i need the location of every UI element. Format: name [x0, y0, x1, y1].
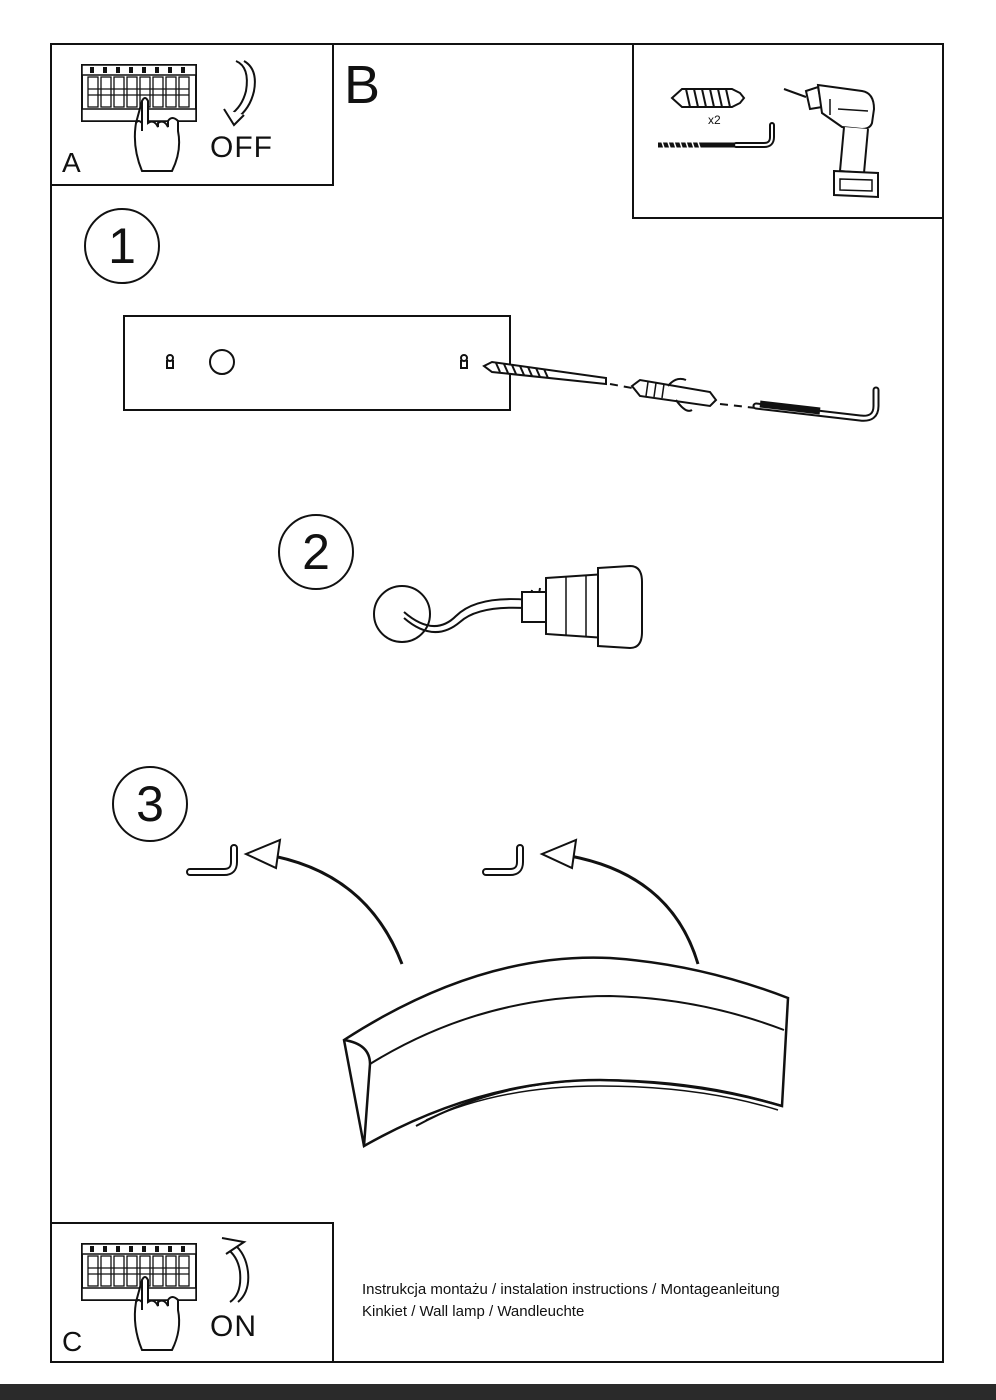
step-3-marker: 3 [112, 766, 188, 842]
quantity-label: x2 [708, 113, 721, 127]
keyhole-slot-icon [166, 354, 174, 369]
rotate-arrow-icon [221, 1237, 250, 1303]
wall-lamp-icon [342, 956, 790, 1148]
instruction-frame [50, 43, 944, 1363]
power-off-label: OFF [210, 131, 273, 164]
breaker-hand-icon [81, 1243, 197, 1351]
product-name: Kinkiet / Wall lamp / Wandleuchte [362, 1303, 585, 1320]
wall-plug-icon [670, 88, 746, 108]
power-on-label: ON [210, 1310, 257, 1343]
step-2-illustration [373, 564, 643, 650]
rotate-arrow-icon [223, 60, 256, 127]
bottom-edge-bar [0, 1384, 996, 1400]
step-1-illustration [123, 315, 880, 422]
panel-a-label: A [62, 147, 81, 178]
step-2-marker: 2 [278, 514, 354, 590]
hook-screw-icon [658, 122, 775, 149]
panel-c-power-on: ON C [50, 1222, 334, 1363]
keyhole-slot-icon [460, 354, 468, 369]
panel-b-label: B [344, 55, 381, 115]
step-3-illustration [186, 838, 790, 1148]
step-1-marker: 1 [84, 208, 160, 284]
drill-icon [783, 83, 879, 199]
tools-panel: x2 [632, 43, 944, 219]
panel-a-power-off: OFF A [50, 43, 334, 186]
breaker-hand-icon [81, 64, 197, 172]
instructions-title: Instrukcja montażu / instalation instruc… [362, 1281, 780, 1298]
panel-c-label: C [62, 1326, 83, 1357]
